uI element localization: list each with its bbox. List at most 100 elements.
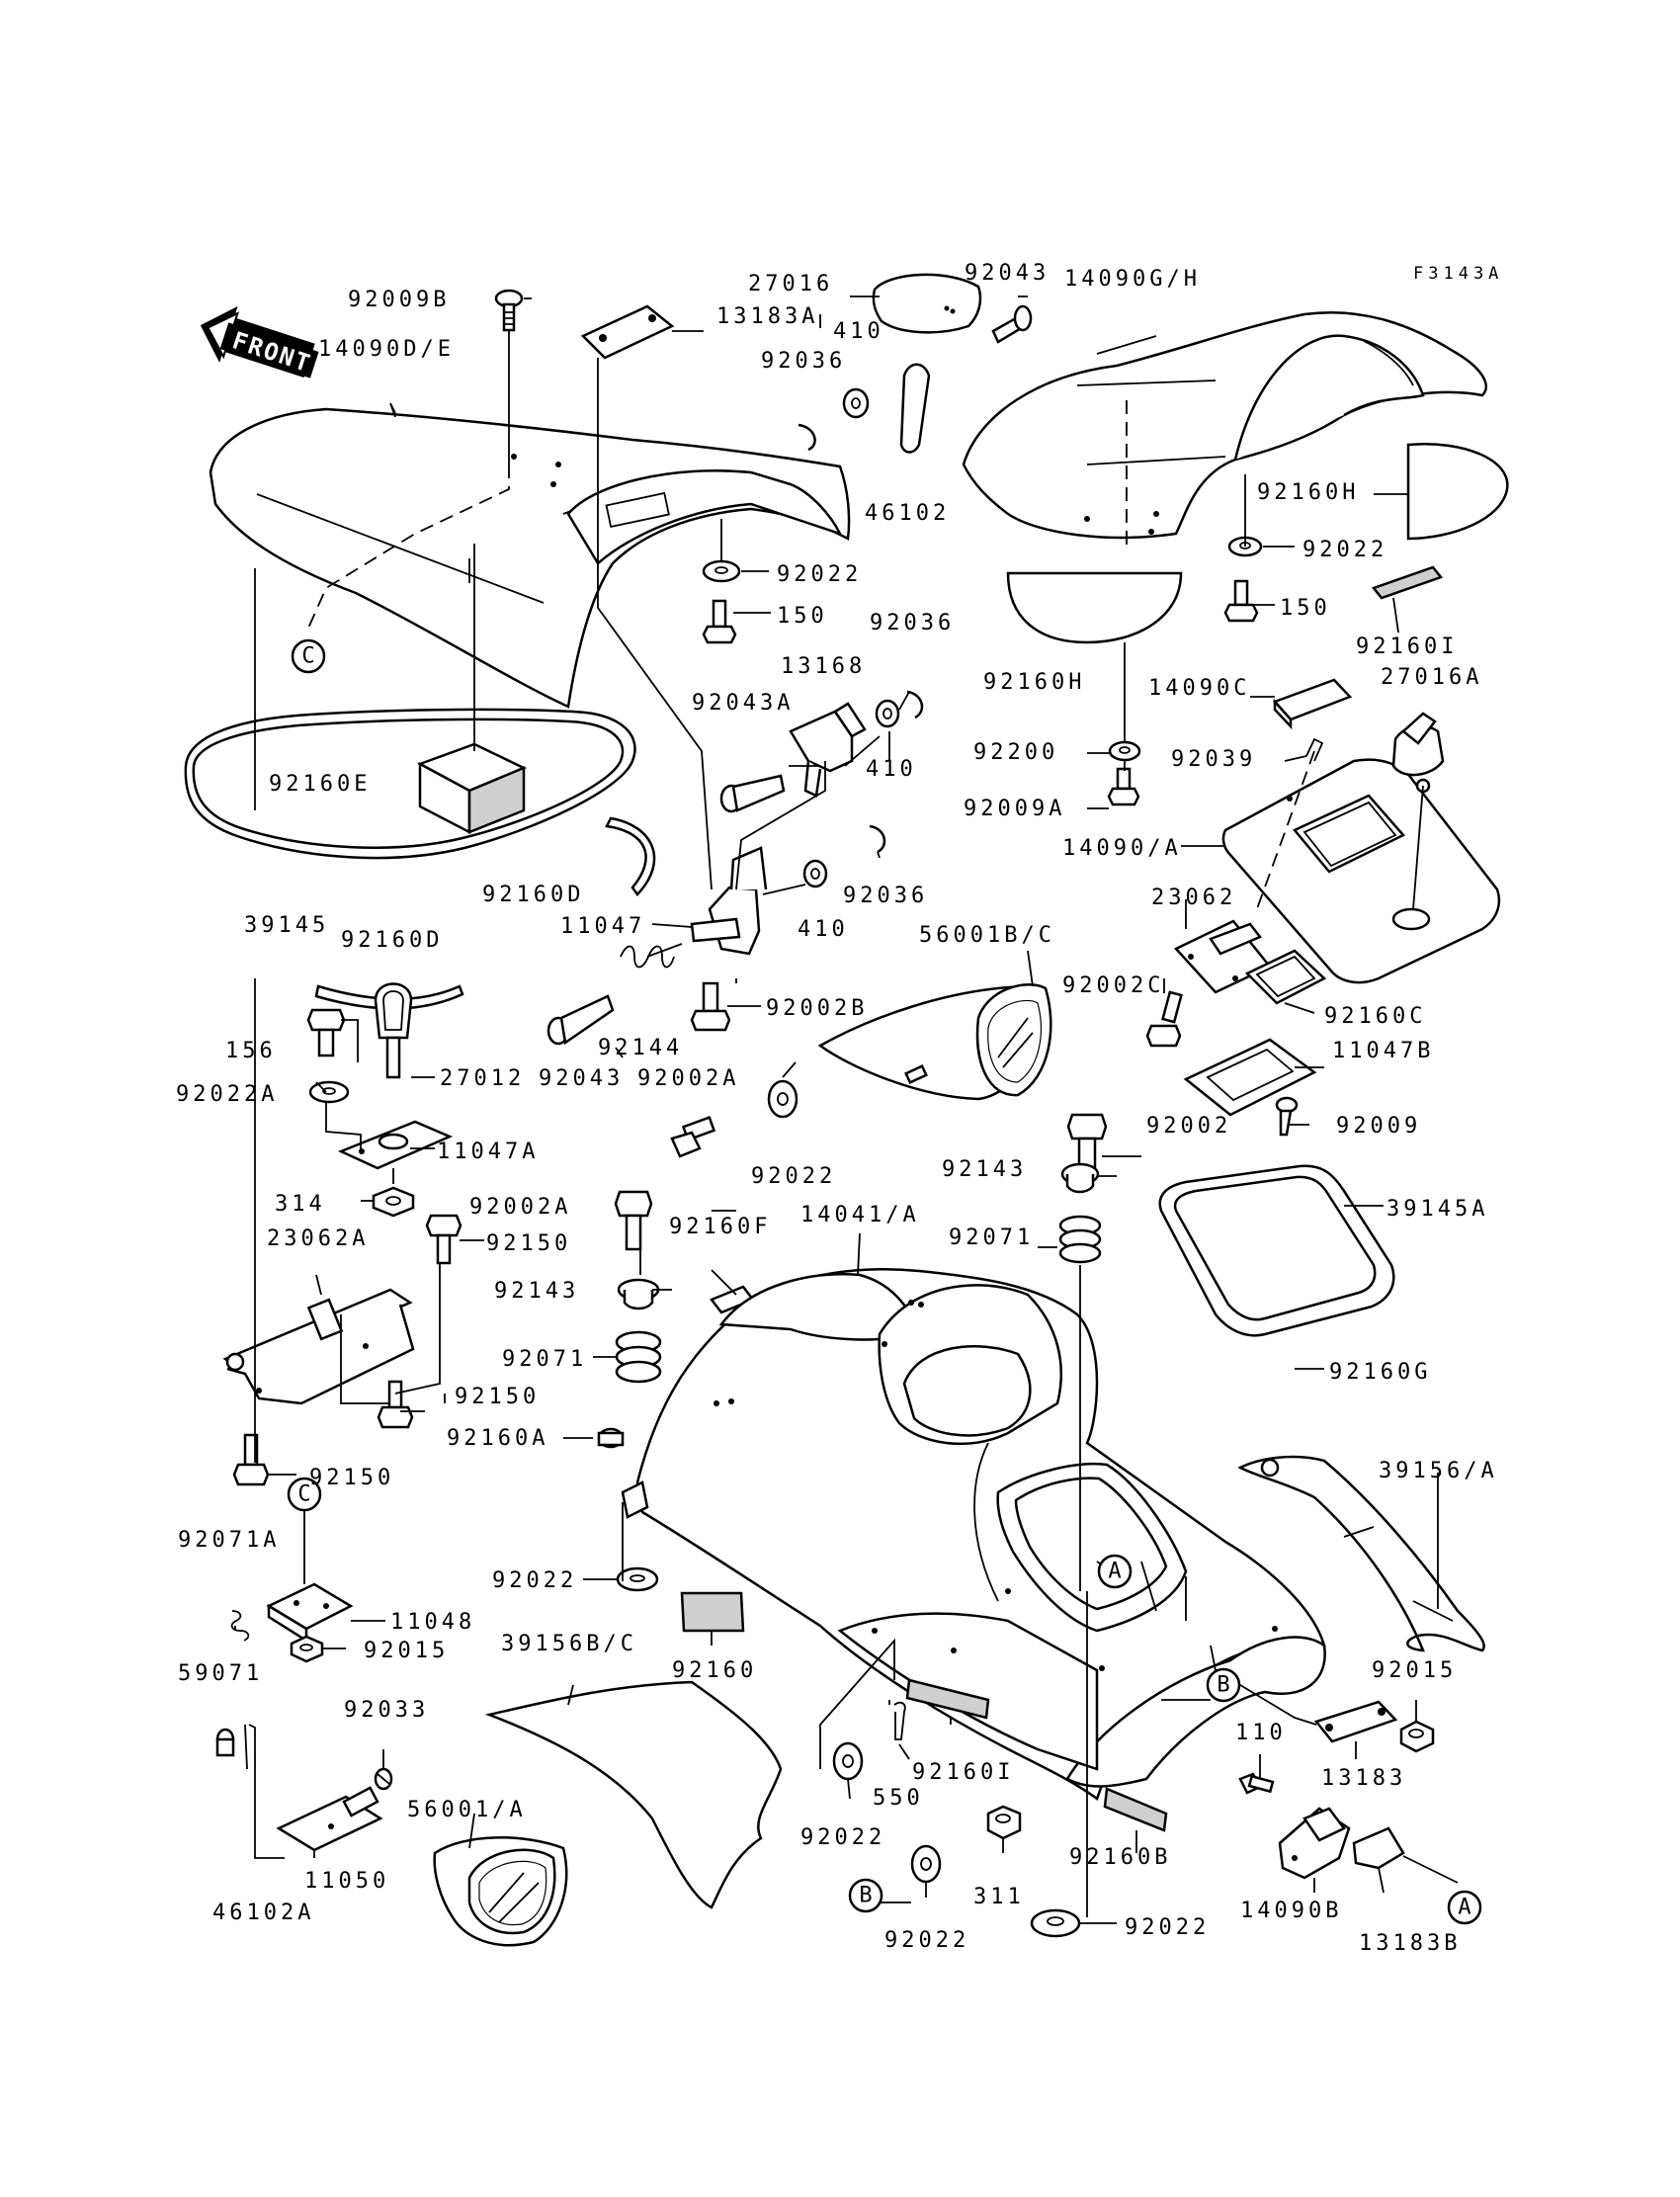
hinge-46102	[899, 304, 1033, 454]
part-label: 92043	[539, 1066, 624, 1091]
latch-11047	[690, 846, 768, 956]
headlight-56001bc	[817, 983, 1052, 1101]
part-label: 23062A	[267, 1226, 369, 1251]
leader-lines	[234, 296, 1459, 1924]
part-label: 92071A	[178, 1528, 280, 1553]
svg-text:B: B	[859, 1884, 872, 1908]
washer-410-lower	[802, 859, 828, 888]
part-label: 92022	[777, 562, 862, 587]
bolt-92150-bottom	[232, 1433, 270, 1486]
part-label: 311	[973, 1885, 1025, 1909]
part-label: 92002A	[469, 1195, 571, 1220]
part-label: 92150	[309, 1466, 394, 1490]
part-label: 92022	[751, 1164, 836, 1189]
washer-410-top	[842, 387, 870, 419]
part-label: 92022	[884, 1928, 969, 1953]
part-label: 92150	[455, 1385, 540, 1409]
part-label: 92043A	[692, 691, 794, 716]
part-label: 92144	[598, 1036, 683, 1060]
strip-92160d-lower	[314, 984, 464, 1010]
clip-92036-lower	[869, 824, 886, 854]
part-label: 11050	[304, 1869, 389, 1894]
washer-92022-lower-left	[616, 1566, 659, 1592]
part-label: 150	[1280, 596, 1331, 621]
sticker-92160	[680, 1591, 745, 1633]
part-label: 13183A	[716, 304, 818, 329]
bracket-14090b	[1278, 1807, 1351, 1880]
part-label: 92160A	[447, 1426, 548, 1451]
svg-text:A: A	[1108, 1560, 1121, 1584]
pad-14090c	[1272, 678, 1353, 730]
part-label: 92015	[364, 1639, 449, 1663]
seal-39145a	[1158, 1164, 1395, 1337]
part-label: 13168	[781, 654, 866, 679]
callout-circle-a-right: A	[1447, 1890, 1482, 1925]
part-label: 92002C	[1062, 973, 1164, 998]
bolt-92043a	[719, 774, 786, 813]
part-label: 92036	[843, 884, 928, 908]
seat-cover-39156bc	[484, 1680, 783, 1909]
block-92160e	[416, 742, 528, 835]
svg-text:C: C	[301, 644, 314, 669]
part-label: 92200	[973, 740, 1058, 765]
screw-92009	[1275, 1096, 1299, 1137]
part-label: 56001B/C	[919, 923, 1055, 948]
main-body-14041a	[621, 1268, 1326, 1802]
part-label: 92002A	[637, 1066, 739, 1091]
washer-410-mid	[875, 699, 900, 728]
washer-92022a	[308, 1080, 350, 1104]
screw-92033	[374, 1767, 393, 1791]
part-label: 92043	[965, 261, 1050, 286]
washer-92143-right	[1060, 1162, 1100, 1194]
part-label: 27016A	[1381, 665, 1482, 690]
sticker-92160b	[1103, 1787, 1168, 1832]
clip-13183b	[1352, 1826, 1405, 1870]
part-label: 92160E	[269, 772, 371, 797]
hinge-23062a	[222, 1288, 415, 1405]
part-labels: 92009B 13183A 27016 92043 14090G/H 14090…	[176, 261, 1494, 1956]
pad-92160h-center	[1006, 571, 1183, 644]
part-label: 11047	[560, 914, 645, 939]
rod-46102a	[244, 1724, 285, 1859]
part-label: 11048	[390, 1610, 475, 1635]
washer-92200	[1108, 740, 1141, 762]
bolt-92009a	[1107, 767, 1140, 806]
part-label: 92160F	[669, 1215, 771, 1239]
part-label: 92160H	[1257, 480, 1359, 505]
strap-92039	[1305, 737, 1324, 762]
part-label: 92160H	[983, 670, 1085, 695]
svg-text:C: C	[297, 1482, 310, 1507]
part-label: 92009	[1336, 1114, 1421, 1139]
washer-92022-a	[702, 559, 741, 583]
part-label: 92160D	[482, 883, 584, 907]
washer-92022-bottom-b	[910, 1844, 942, 1884]
headlight-56001a	[433, 1836, 568, 1947]
part-label: 92022	[800, 1825, 885, 1850]
nut-92015-left	[290, 1635, 324, 1663]
bolt-156	[306, 1008, 346, 1057]
part-label: 13183	[1321, 1766, 1406, 1791]
damper-92071-left	[615, 1330, 662, 1384]
part-label: 39145	[244, 913, 329, 938]
part-label: 14090B	[1240, 1899, 1342, 1923]
bolt-92002a-lower	[614, 1190, 653, 1251]
lid-27016	[872, 273, 982, 334]
part-label: 92036	[761, 349, 846, 374]
part-label: 92022	[1125, 1915, 1210, 1940]
part-label: 92033	[344, 1698, 429, 1723]
plate-13183	[1313, 1700, 1398, 1743]
part-label: 92143	[494, 1279, 579, 1304]
rear-hood-cover	[962, 310, 1487, 540]
part-label: 110	[1235, 1721, 1287, 1745]
front-direction-arrow: FRONT	[200, 305, 319, 379]
part-label: 14041/A	[800, 1203, 920, 1227]
nut-314	[372, 1186, 415, 1218]
part-label: 410	[798, 917, 849, 942]
plug-92160a	[597, 1427, 625, 1449]
part-label: 92022	[1302, 538, 1387, 562]
part-label: 92150	[486, 1231, 571, 1256]
plate-11047a	[337, 1120, 454, 1170]
seal-39145	[184, 708, 636, 860]
washer-92022-bottom-a	[832, 1741, 864, 1781]
bracket-11048	[266, 1582, 354, 1644]
